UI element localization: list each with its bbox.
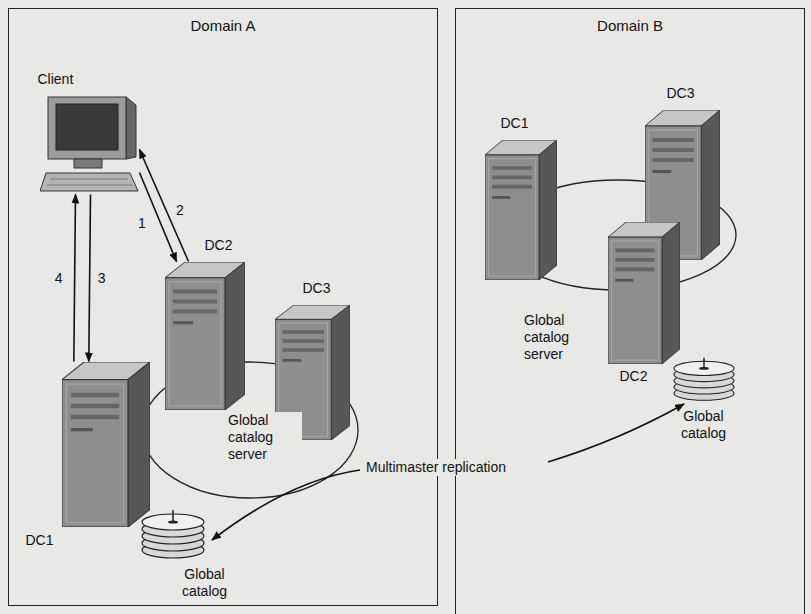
server-icon [485, 140, 557, 280]
node-label: Global catalog [168, 566, 242, 600]
server-icon [165, 262, 245, 410]
server-role-label: Global catalog server [522, 312, 598, 363]
step-number: 4 [53, 270, 65, 286]
client-computer: Client [40, 95, 140, 195]
global-catalog-store: Global catalog [672, 356, 736, 402]
request-arrow [140, 150, 189, 262]
disk-stack-icon [672, 356, 736, 402]
node-label: DC1 [501, 115, 529, 132]
computer-icon [40, 95, 140, 195]
domain-controller: DC1 [62, 362, 150, 527]
domain-panel: Domain AClientDC2DC3DC1Global catalog [8, 8, 438, 606]
node-label: Global catalog [666, 408, 742, 442]
global-catalog-store: Global catalog [140, 508, 206, 560]
domain-controller: DC2 [608, 222, 680, 364]
step-number: 1 [136, 215, 148, 231]
node-label: DC3 [667, 85, 695, 102]
request-arrow [74, 195, 76, 362]
domain-controller: DC1 [485, 140, 557, 280]
step-number: 2 [174, 202, 186, 218]
replication-arrow [548, 404, 684, 462]
domain-controller: DC2 [165, 262, 245, 410]
server-role-label: Global catalog server [226, 412, 302, 463]
node-label: DC2 [205, 237, 233, 254]
node-label: Client [38, 71, 74, 88]
domain-title: Domain A [9, 17, 437, 35]
replication-arrow [212, 470, 360, 540]
disk-stack-icon [140, 508, 206, 560]
node-label: DC2 [620, 368, 648, 385]
step-number: 3 [96, 270, 108, 286]
domain-title: Domain B [456, 17, 804, 35]
server-icon [62, 362, 150, 527]
node-label: DC3 [303, 280, 331, 297]
node-label: DC1 [26, 532, 54, 549]
server-icon [608, 222, 680, 364]
request-arrow [89, 195, 91, 362]
replication-label: Multimaster replication [364, 459, 508, 476]
domain-panel: Domain BDC1DC3DC2Global catalog [455, 8, 805, 614]
